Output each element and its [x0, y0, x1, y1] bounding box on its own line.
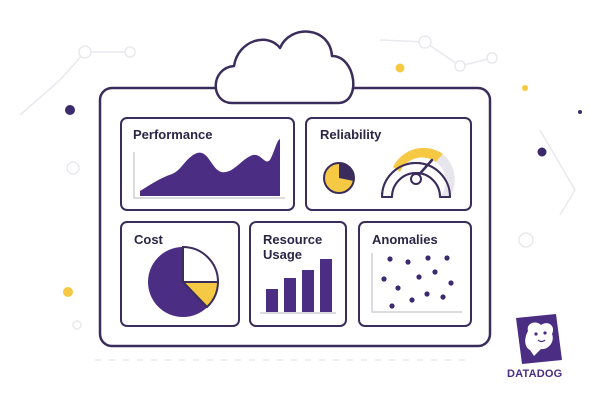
panel-title-resource-line1: Resource	[263, 232, 322, 247]
panel-resource-usage: Resource Usage	[249, 221, 347, 327]
pie-chart-icon	[148, 245, 220, 317]
area-chart-icon	[133, 139, 285, 199]
panel-anomalies: Anomalies	[358, 221, 472, 327]
panel-title-reliability: Reliability	[320, 127, 382, 142]
panel-title-cost: Cost	[134, 232, 164, 247]
gauge-icon	[381, 147, 455, 198]
panel-title-anomalies: Anomalies	[372, 232, 438, 247]
decor-dot	[522, 85, 528, 91]
brand-name: DATADOG	[507, 368, 562, 380]
scatter-plot-icon	[371, 253, 462, 313]
panel-title-resource-line2: Usage	[263, 247, 302, 262]
decor-dots	[63, 63, 582, 297]
datadog-logo: DATADOG	[507, 314, 562, 380]
decor-dot	[63, 287, 73, 297]
panel-cost: Cost	[120, 221, 240, 327]
decor-dot	[578, 110, 582, 114]
bar-chart-icon	[260, 259, 336, 314]
cloud-icon	[214, 30, 355, 105]
decor-dot	[537, 147, 547, 157]
mini-pie-icon	[323, 162, 355, 194]
panel-reliability: Reliability	[305, 117, 472, 211]
decor-dot	[65, 105, 75, 115]
decor-dot	[395, 63, 405, 73]
panel-title-performance: Performance	[133, 127, 212, 142]
background-network-decor	[19, 35, 576, 361]
datadog-dog-icon	[516, 314, 562, 364]
panel-performance: Performance	[120, 117, 295, 211]
